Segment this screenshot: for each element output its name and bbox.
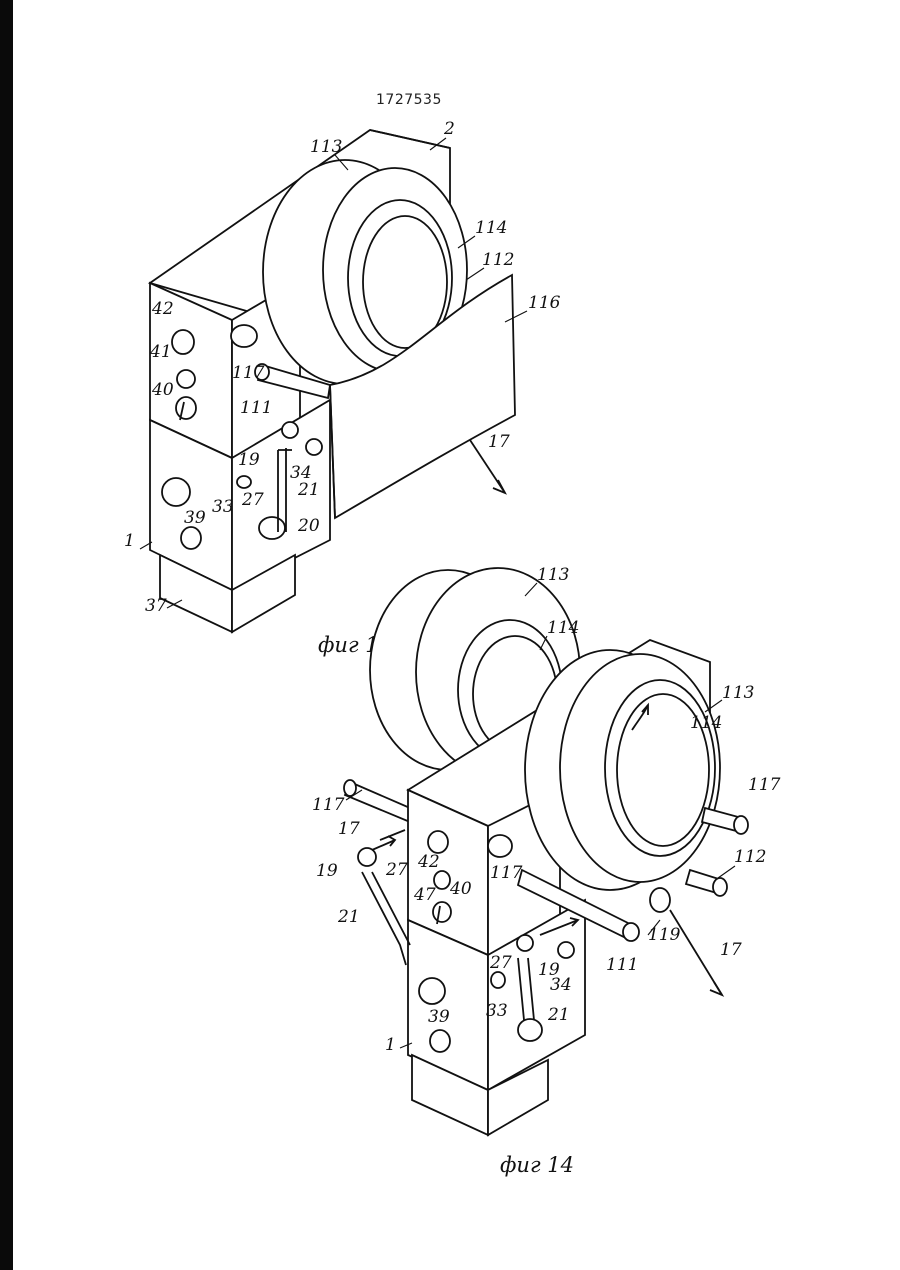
- fig13-label-17: 17: [488, 432, 510, 452]
- fig14-label-47: 47: [413, 885, 436, 905]
- fig13-label-113: 113: [310, 137, 342, 157]
- fig13-label-27: 27: [241, 490, 264, 510]
- fig13-label-41: 41: [149, 342, 172, 362]
- fig13-label-117: 117: [232, 363, 265, 383]
- fig13-label-20: 20: [297, 516, 320, 536]
- fig14-label-17a: 17: [338, 819, 360, 839]
- fig14-label-117c: 117: [490, 863, 523, 883]
- fig13-label-2: 2: [443, 119, 455, 139]
- fig14-label-21a: 21: [337, 907, 360, 927]
- fig13-label-111: 111: [240, 398, 272, 418]
- fig13-label-42: 42: [151, 299, 174, 319]
- fig13-label-114: 114: [475, 218, 507, 238]
- fig14-label-19a: 19: [316, 861, 338, 881]
- fig13-label-37: 37: [145, 596, 167, 616]
- fig14-label-117a: 117: [312, 795, 345, 815]
- figure-14-drawing: [344, 568, 748, 1135]
- fig14-label-21b: 21: [547, 1005, 570, 1025]
- fig14-label-111: 111: [606, 955, 638, 975]
- fig14-label-40: 40: [449, 879, 472, 899]
- fig14-label-114a: 114: [547, 618, 579, 638]
- fig14-label-39: 39: [428, 1007, 450, 1027]
- fig13-label-39: 39: [184, 508, 206, 528]
- fig14-label-112: 112: [734, 847, 766, 867]
- fig14-label-27b: 27: [489, 953, 512, 973]
- fig13-label-33: 33: [212, 497, 234, 517]
- fig13-label-116: 116: [528, 293, 561, 313]
- fig13-label-21: 21: [297, 480, 320, 500]
- fig14-label-33: 33: [486, 1001, 508, 1021]
- fig14-label-1: 1: [385, 1035, 396, 1055]
- fig14-label-113b: 113: [722, 683, 754, 703]
- fig14-label-27a: 27: [385, 860, 408, 880]
- fig14-label-34: 34: [550, 975, 572, 995]
- fig14-label-113a: 113: [537, 565, 569, 585]
- figure-14-caption: фиг 14: [500, 1153, 574, 1177]
- fig14-label-42: 42: [417, 852, 440, 872]
- fig13-label-1: 1: [124, 531, 135, 551]
- figure-13-drawing: [150, 130, 515, 632]
- fig13-label-112: 112: [482, 250, 514, 270]
- fig14-label-119: 119: [648, 925, 681, 945]
- fig13-label-40: 40: [151, 380, 174, 400]
- fig13-label-19: 19: [238, 450, 260, 470]
- fig14-label-117b: 117: [748, 775, 781, 795]
- fig14-label-17b: 17: [720, 940, 742, 960]
- fig14-label-114b: 114: [690, 713, 722, 733]
